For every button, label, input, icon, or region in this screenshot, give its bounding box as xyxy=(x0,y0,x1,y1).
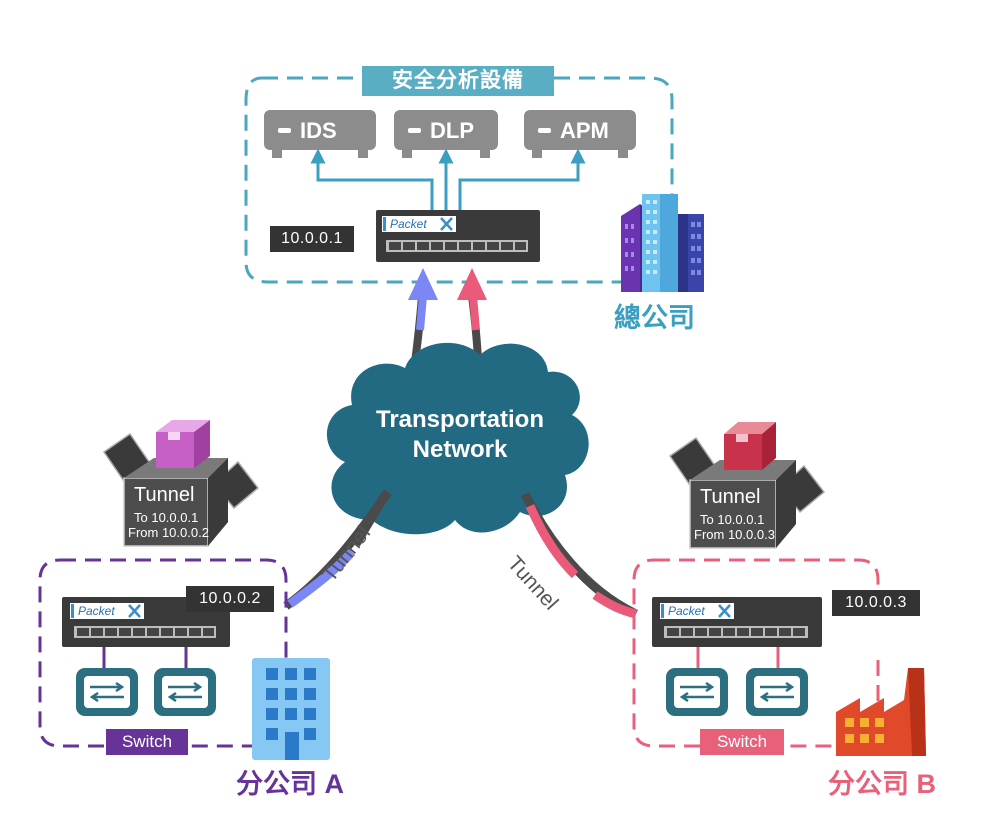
branch-b-site-label: 分公司 B xyxy=(828,769,936,799)
hq-ip-badge: 10.0.0.1 xyxy=(270,226,354,252)
hq-site-label: 總公司 xyxy=(614,303,695,333)
appliance-icon xyxy=(408,127,421,133)
hq-title: 安全分析設備 xyxy=(362,66,554,96)
dlp-label: DLP xyxy=(430,118,474,143)
blue-arrowhead xyxy=(408,268,438,300)
branch-b-links xyxy=(696,647,780,668)
packet-b-to: To 10.0.0.1 xyxy=(700,512,765,527)
branch-b-appliance-brand: Packet xyxy=(668,604,705,618)
packet-a-title: Tunnel xyxy=(134,484,195,506)
packet-b-from: From 10.0.0.3 xyxy=(694,527,775,542)
dlp-device: DLP xyxy=(394,110,498,158)
hq-mirror-arrows xyxy=(310,148,586,210)
branch-a-switch-1 xyxy=(76,668,138,716)
branch-a-site-label: 分公司 A xyxy=(236,769,344,799)
pink-arrowhead xyxy=(457,268,487,300)
office-building-icon xyxy=(252,658,330,760)
tunnel-packet-a xyxy=(102,432,260,547)
ids-device: IDS xyxy=(264,110,376,158)
branch-b-switch-1 xyxy=(666,668,728,716)
branch-b-switch-2 xyxy=(746,668,808,716)
factory-icon xyxy=(836,668,926,756)
appliance-icon xyxy=(538,127,551,133)
hq-appliance-brand: Packet xyxy=(390,217,427,231)
branch-a-switch-2 xyxy=(154,668,216,716)
branch-b-ip-badge: 10.0.0.3 xyxy=(832,590,920,616)
network-label-line2: Network xyxy=(412,436,508,463)
network-label-line1: Transportation xyxy=(375,406,544,433)
branch-a-ip-badge: 10.0.0.2 xyxy=(186,586,274,612)
appliance-icon xyxy=(278,127,291,133)
packet-a-from: From 10.0.0.2 xyxy=(128,525,209,540)
tunnel-packet-b xyxy=(668,436,826,549)
package-icon xyxy=(156,420,210,468)
package-icon xyxy=(724,422,776,470)
cloud-icon xyxy=(326,342,589,535)
skyscraper-icon xyxy=(621,194,704,292)
branch-b-packetx-appliance xyxy=(652,597,822,647)
packet-a-to: To 10.0.0.1 xyxy=(134,510,199,525)
ids-label: IDS xyxy=(300,118,337,143)
branch-b-switch-tag: Switch xyxy=(700,729,784,755)
branch-a-appliance-brand: Packet xyxy=(78,604,115,618)
apm-device: APM xyxy=(524,110,636,158)
hq-packetx-appliance xyxy=(376,210,540,262)
branch-a-switch-tag: Switch xyxy=(106,729,188,755)
apm-label: APM xyxy=(560,118,609,143)
packet-b-title: Tunnel xyxy=(700,486,761,508)
network-label: Transportation Network xyxy=(340,405,580,465)
branch-a-links xyxy=(102,647,188,668)
